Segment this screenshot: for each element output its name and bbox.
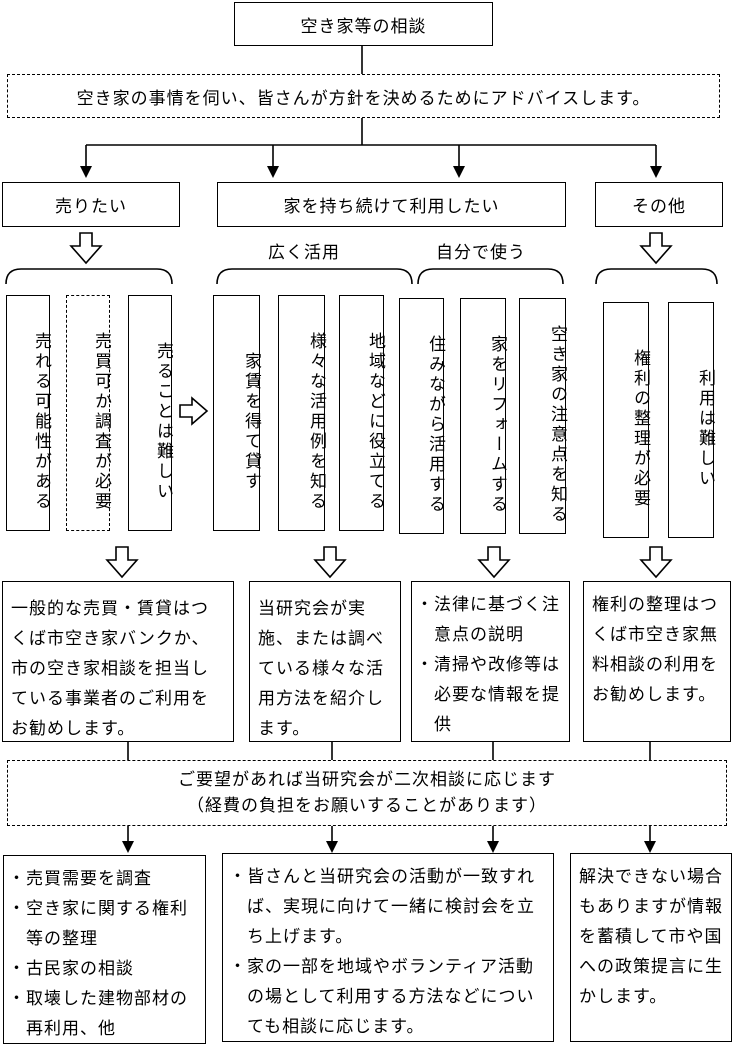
hollow-down-arrow-adv1 <box>105 546 139 579</box>
result-left-item: 売買需要を調査 <box>8 864 199 894</box>
subcategory-wide-label: 広く活用 <box>268 243 340 263</box>
result-left-item: 古民家の相談 <box>8 954 199 984</box>
advice-sell-text: 一般的な売買・賃貸はつくば市空き家バンクか、市の空き家相談を担当している事業者の… <box>11 599 210 739</box>
intro-box: 空き家の事情を伺い、皆さんが方針を決めるためにアドバイスします。 <box>7 74 720 118</box>
category-keep-box: 家を持ち続けて利用したい <box>217 182 566 227</box>
option-sell-1: 売れる可能性がある <box>6 295 51 531</box>
result-left-item: 空き家に関する権利等の整理 <box>8 894 199 954</box>
advice-wide-box: 当研究会が実施、または調べている様々な活用方法を紹介します。 <box>249 581 401 742</box>
title-text: 空き家等の相談 <box>300 16 427 37</box>
category-other-box: その他 <box>595 182 723 227</box>
option-self-1: 住みながら活用する <box>399 298 445 534</box>
option-sell-3: 売ることは難しい <box>128 295 173 531</box>
advice-self-item: 清掃や改修等は必要な情報を提供 <box>416 650 563 740</box>
hollow-down-arrow-adv2 <box>313 546 347 579</box>
option-wide-3: 地域などに役立てる <box>339 295 385 531</box>
result-middle-box: 皆さんと当研究会の活動が一致すれば、実現に向けて一緒に検討会を立ち上げます。 家… <box>222 853 554 1042</box>
advice-wide-text: 当研究会が実施、または調べている様々な活用方法を紹介します。 <box>258 599 384 739</box>
hollow-down-arrow-adv3 <box>477 546 511 579</box>
category-sell-label: 売りたい <box>55 197 127 217</box>
hollow-right-arrow <box>179 396 209 426</box>
option-other-2: 利用は難しい <box>668 302 715 538</box>
advice-other-box: 権利の整理はつくば市空き家無料相談の利用をお勧めします。 <box>583 581 731 742</box>
advice-self-box: 法律に基づく注意点の説明 清掃や改修等は必要な情報を提供 <box>411 581 570 742</box>
option-sell-2: 売買可か調査が必要 <box>66 295 111 531</box>
category-keep-label: 家を持ち続けて利用したい <box>283 197 500 217</box>
result-left-box: 売買需要を調査 空き家に関する権利等の整理 古民家の相談 取壊した建物部材の再利… <box>3 855 206 1044</box>
option-wide-1: 家賃を得て貸す <box>213 295 261 531</box>
intro-text: 空き家の事情を伺い、皆さんが方針を決めるためにアドバイスします。 <box>76 88 651 109</box>
result-middle-item: 皆さんと当研究会の活動が一致すれば、実現に向けて一緒に検討会を立ち上げます。 <box>229 862 545 952</box>
advice-other-text: 権利の整理はつくば市空き家無料相談の利用をお勧めします。 <box>592 595 718 705</box>
result-right-text: 解決できない場合もありますが情報を蓄積して市や国への政策提言に生かします。 <box>579 867 723 1007</box>
option-self-3: 空き家の注意点を知る <box>519 298 567 534</box>
advice-sell-box: 一般的な売買・賃貸はつくば市空き家バンクか、市の空き家相談を担当している事業者の… <box>2 581 234 742</box>
subcategory-self-label: 自分で使う <box>436 243 526 263</box>
advice-self-item: 法律に基づく注意点の説明 <box>416 590 563 650</box>
result-left-item: 取壊した建物部材の再利用、他 <box>8 984 199 1044</box>
option-self-2: 家をリフォームする <box>460 298 507 534</box>
hollow-down-arrow-sell <box>69 232 103 265</box>
option-other-1: 権利の整理が必要 <box>603 302 650 538</box>
hollow-down-arrow-adv4 <box>639 546 673 579</box>
secondary-line-1: ご要望があれば当研究会が二次相談に応じます <box>178 770 556 790</box>
category-other-label: その他 <box>632 197 686 217</box>
result-middle-item: 家の一部を地域やボランティア活動の場として利用する方法などについても相談に応じま… <box>229 952 545 1042</box>
option-wide-2: 様々な活用例を知る <box>278 295 326 531</box>
result-right-box: 解決できない場合もありますが情報を蓄積して市や国への政策提言に生かします。 <box>570 853 732 1042</box>
secondary-consultation-box: ご要望があれば当研究会が二次相談に応じます （経費の負担をお願いすることがありま… <box>7 760 727 826</box>
secondary-line-2: （経費の負担をお願いすることがあります） <box>187 796 547 816</box>
hollow-down-arrow-other <box>639 232 673 265</box>
category-sell-box: 売りたい <box>2 182 180 227</box>
title-box: 空き家等の相談 <box>234 2 493 46</box>
